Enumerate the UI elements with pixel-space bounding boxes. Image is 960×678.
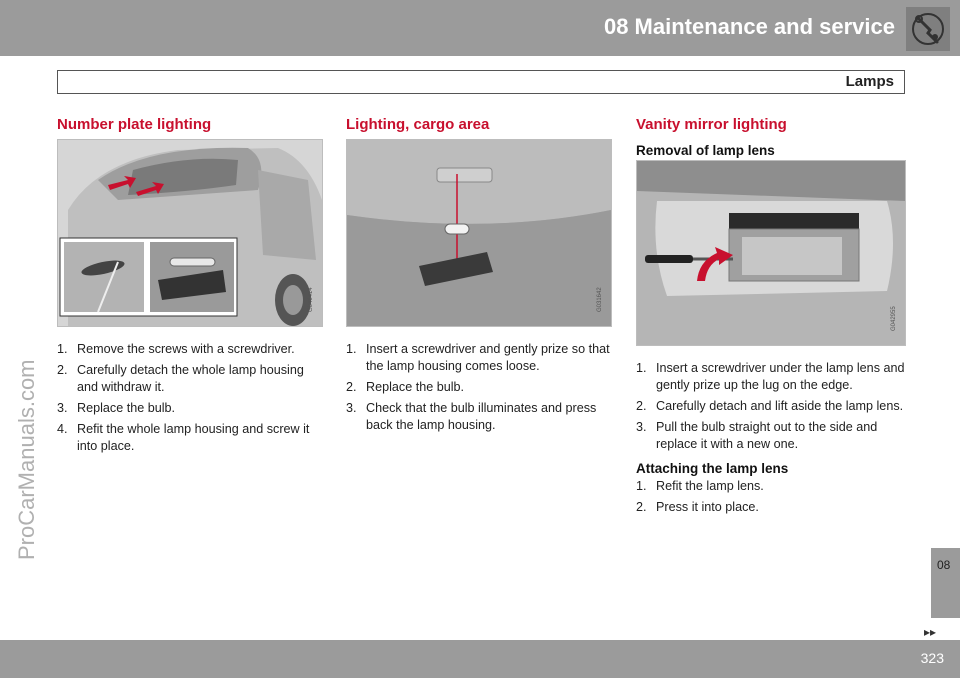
list-item: 1.Remove the screws with a screwdriver. xyxy=(57,342,295,356)
arrow-right xyxy=(136,182,164,196)
number-plate-figure: G040414 xyxy=(57,139,323,327)
vanity-section: Vanity mirror lighting Removal of lamp l… xyxy=(636,116,906,520)
cargo-steps: 1.Insert a screwdriver and gently prize … xyxy=(346,341,614,434)
footer-bar: 323 xyxy=(0,640,960,678)
figure-code: G040414 xyxy=(308,287,314,312)
list-item: 2.Press it into place. xyxy=(636,500,759,514)
list-item: 1.Insert a screwdriver and gently prize … xyxy=(346,342,610,373)
figure-code: G031642 xyxy=(597,287,603,312)
number-plate-steps: 1.Remove the screws with a screwdriver. … xyxy=(57,341,325,455)
watermark: ProCarManuals.com xyxy=(14,359,39,560)
chapter-tab[interactable]: 08 xyxy=(931,548,960,618)
list-item: 4.Refit the whole lamp housing and screw… xyxy=(57,422,310,453)
vanity-figure: G042955 xyxy=(636,160,906,346)
figure-code: G042955 xyxy=(891,306,897,331)
chapter-tab-label: 08 xyxy=(937,558,951,572)
wrench-icon xyxy=(906,7,950,51)
attach-heading: Attaching the lamp lens xyxy=(636,461,789,476)
arrow-left xyxy=(108,176,136,190)
curved-arrow xyxy=(697,247,733,281)
list-item: 3.Check that the bulb illuminates and pr… xyxy=(346,401,597,432)
vanity-heading: Vanity mirror lighting xyxy=(636,116,787,133)
list-item: 1.Insert a screwdriver under the lamp le… xyxy=(636,361,905,392)
cargo-heading: Lighting, cargo area xyxy=(346,116,490,133)
list-item: 2.Carefully detach and lift aside the la… xyxy=(636,399,904,413)
cargo-section: Lighting, cargo area G031642 1.Insert a … xyxy=(346,116,614,438)
section-title: Lamps xyxy=(845,73,894,90)
chapter-title: 08 Maintenance and service xyxy=(603,14,895,39)
page-number: 323 xyxy=(920,650,944,666)
removal-steps: 1.Insert a screwdriver under the lamp le… xyxy=(636,360,906,453)
removal-heading: Removal of lamp lens xyxy=(636,143,775,158)
cargo-figure: G031642 xyxy=(346,139,612,327)
next-page-arrows-icon[interactable]: ▸▸ xyxy=(924,625,937,639)
list-item: 2.Replace the bulb. xyxy=(346,380,465,394)
list-item: 3.Replace the bulb. xyxy=(57,401,176,415)
section-bar: Lamps xyxy=(57,70,905,94)
chapter-header: 08 Maintenance and service xyxy=(0,0,960,56)
cargo-lamp-illustration xyxy=(347,140,611,326)
attach-steps: 1.Refit the lamp lens. 2.Press it into p… xyxy=(636,478,906,516)
vanity-mirror-illustration xyxy=(637,161,905,345)
list-item: 2.Carefully detach the whole lamp housin… xyxy=(57,363,304,394)
number-plate-heading: Number plate lighting xyxy=(57,116,212,133)
list-item: 3.Pull the bulb straight out to the side… xyxy=(636,420,878,451)
tailgate-illustration xyxy=(58,140,322,326)
number-plate-section: Number plate lighting G040414 1.Remove t… xyxy=(57,116,325,459)
list-item: 1.Refit the lamp lens. xyxy=(636,479,764,493)
